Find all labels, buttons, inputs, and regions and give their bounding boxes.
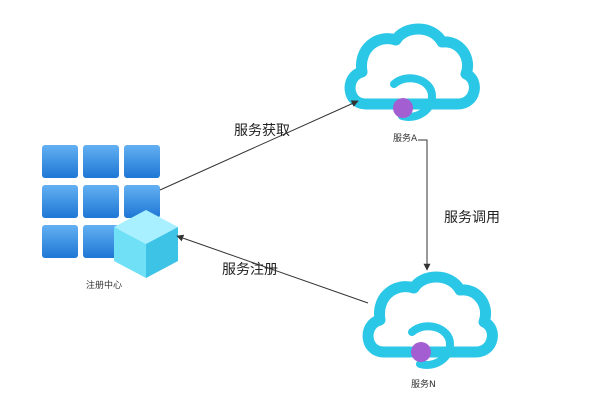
cube bbox=[114, 210, 178, 278]
node-dot bbox=[411, 342, 431, 362]
cloud-shape bbox=[344, 23, 480, 110]
edge-call-arrow bbox=[418, 139, 431, 271]
tile-grid bbox=[42, 145, 160, 258]
service-n-cloud-icon[interactable] bbox=[362, 271, 498, 369]
edge-fetch-label: 服务获取 bbox=[234, 123, 290, 139]
service-a-label: 服务A bbox=[393, 134, 418, 144]
service-a-cloud-icon[interactable] bbox=[344, 23, 480, 121]
registry-label: 注册中心 bbox=[86, 281, 123, 291]
registry-grid-cube-icon[interactable] bbox=[42, 145, 178, 278]
edge-call-label: 服务调用 bbox=[444, 210, 500, 226]
node-dot bbox=[393, 98, 413, 118]
cloud-shape bbox=[362, 271, 498, 358]
edge-fetch-arrow bbox=[159, 100, 359, 191]
cloud-hook bbox=[390, 74, 437, 121]
service-n-label: 服务N bbox=[411, 380, 436, 390]
cloud-hook bbox=[408, 322, 455, 369]
edge-register-arrow bbox=[176, 234, 369, 304]
edge-register-label: 服务注册 bbox=[222, 262, 278, 278]
